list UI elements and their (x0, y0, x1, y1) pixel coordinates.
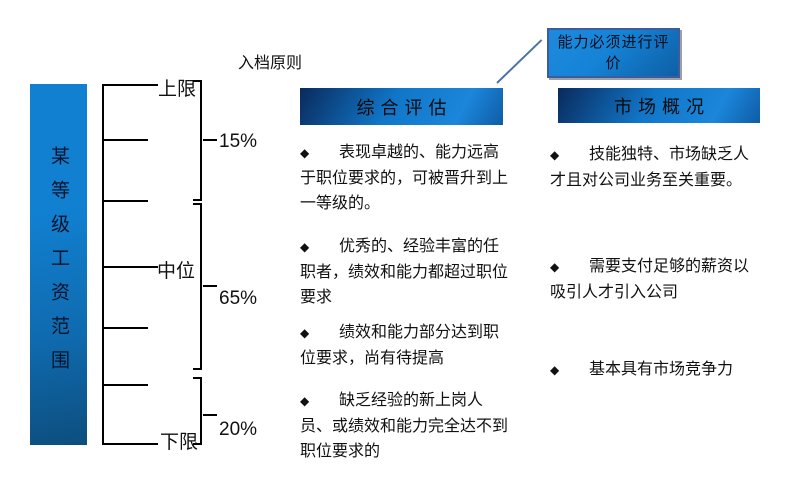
upper-limit-label: 上限 (158, 79, 197, 100)
diamond-bullet-icon: ◆ (550, 363, 560, 377)
connector-line (496, 39, 543, 84)
diamond-bullet-icon: ◆ (300, 240, 310, 254)
bullet-item: ◆优秀的、经验丰富的任职者，绩效和能力都超过职位要求 (300, 234, 512, 310)
salary-range-bar: 某等级工资范围 (30, 84, 87, 445)
lower-percent-label: 20% (219, 419, 258, 440)
bullet-item: ◆需要支付足够的薪资以吸引人才引入公司 (550, 254, 763, 305)
bullet-text: 缺乏经验的新上岗人员、或绩效和能力完全达不到职位要求的 (300, 392, 509, 460)
bullet-item: ◆表现卓越的、能力远高于职位要求的，可被晋升到上一等级的。 (300, 140, 512, 216)
bullet-text: 基本具有市场竞争力 (589, 361, 734, 378)
ladder-rung (102, 139, 148, 141)
bullet-text: 优秀的、经验丰富的任职者，绩效和能力都超过职位要求 (300, 238, 509, 306)
diamond-bullet-icon: ◆ (550, 148, 560, 162)
bullet-item: ◆技能独特、市场缺乏人才且对公司业务至关重要。 (550, 142, 763, 193)
middle-label: 中位 (157, 261, 196, 282)
bracket-lower-pointer (203, 414, 217, 416)
bullet-text: 绩效和能力部分达到职位要求，尚有待提高 (300, 324, 500, 367)
ladder-rung (102, 200, 148, 202)
upper-percent-label: 15% (219, 131, 258, 152)
bracket-upper (193, 80, 202, 201)
diamond-bullet-icon: ◆ (550, 260, 560, 274)
diamond-bullet-icon: ◆ (300, 146, 310, 160)
ladder-rung (102, 327, 148, 329)
diamond-bullet-icon: ◆ (300, 394, 310, 408)
header-comprehensive-evaluation: 综合评估 (300, 88, 503, 125)
bullet-text: 需要支付足够的薪资以吸引人才引入公司 (550, 258, 750, 301)
bullet-text: 技能独特、市场缺乏人才且对公司业务至关重要。 (550, 146, 750, 189)
page-title: 入档原则 (238, 55, 303, 72)
comprehensive-evaluation-column: ◆表现卓越的、能力远高于职位要求的，可被晋升到上一等级的。 ◆优秀的、经验丰富的… (300, 140, 512, 464)
bracket-middle-pointer (203, 285, 217, 287)
lower-limit-label: 下限 (160, 432, 199, 453)
ladder-rung-bottom (102, 443, 158, 445)
ladder-vertical-line (102, 84, 104, 445)
bracket-upper-pointer (203, 139, 217, 141)
bracket-lower (193, 377, 202, 445)
ladder-rung-top (102, 84, 158, 86)
middle-percent-label: 65% (219, 288, 258, 309)
callout-box: 能力必须进行评价 (547, 28, 680, 78)
salary-range-bar-label: 某等级工资范围 (48, 145, 69, 384)
bracket-middle (193, 203, 202, 370)
ladder-rung-middle (102, 266, 158, 268)
ladder-rung (102, 384, 148, 386)
diamond-bullet-icon: ◆ (300, 326, 310, 340)
bullet-item: ◆缺乏经验的新上岗人员、或绩效和能力完全达不到职位要求的 (300, 388, 512, 464)
bullet-item: ◆ 基本具有市场竞争力 (550, 357, 763, 383)
bullet-text: 表现卓越的、能力远高于职位要求的，可被晋升到上一等级的。 (300, 144, 509, 212)
bullet-item: ◆绩效和能力部分达到职位要求，尚有待提高 (300, 320, 512, 371)
market-overview-column: ◆技能独特、市场缺乏人才且对公司业务至关重要。 ◆需要支付足够的薪资以吸引人才引… (550, 142, 763, 383)
header-market-overview: 市场概况 (558, 88, 760, 123)
